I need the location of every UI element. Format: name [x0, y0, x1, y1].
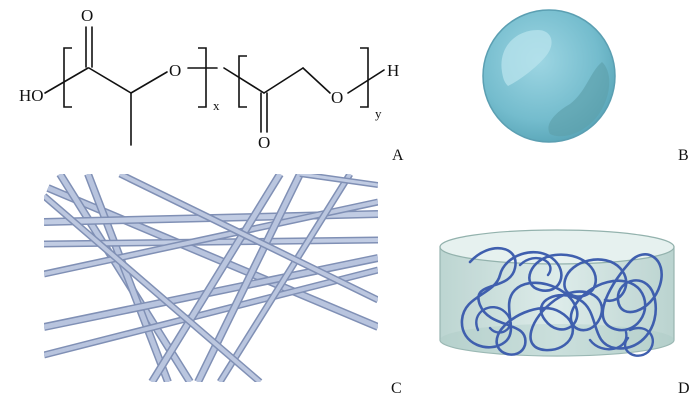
gel-cylinder-top [439, 229, 675, 265]
atom-ester-o2: O [331, 88, 343, 107]
sphere-shadow [548, 62, 610, 137]
panel-d-hydrogel: D [439, 229, 690, 397]
repeat-subscript-x: x [213, 98, 220, 113]
atom-carbonyl-o2: O [258, 133, 270, 152]
panel-b-microsphere: B [482, 9, 689, 164]
atom-ester-o1: O [169, 61, 181, 80]
bracket-x-left [63, 47, 72, 108]
panel-label-c: C [391, 380, 402, 397]
fiber-mesh [44, 174, 378, 382]
bracket-x-right [198, 47, 207, 108]
bond-lines [44, 26, 385, 146]
atom-carbonyl-o1: O [81, 6, 93, 25]
atom-h-end: H [387, 61, 399, 80]
panel-a-structure: HO O O O O H x y A [19, 6, 404, 164]
bracket-y-left [238, 55, 247, 108]
sphere-highlight [501, 30, 552, 86]
panel-c-nanofibers: C [44, 174, 402, 397]
polymer-strand-2 [475, 256, 654, 357]
panel-label-b: B [678, 147, 689, 164]
atom-ho: HO [19, 86, 44, 105]
repeat-subscript-y: y [375, 106, 382, 121]
panel-label-d: D [678, 380, 690, 397]
bracket-y-right [360, 47, 369, 108]
polymer-strand [460, 246, 663, 356]
panel-label-a: A [392, 147, 404, 164]
